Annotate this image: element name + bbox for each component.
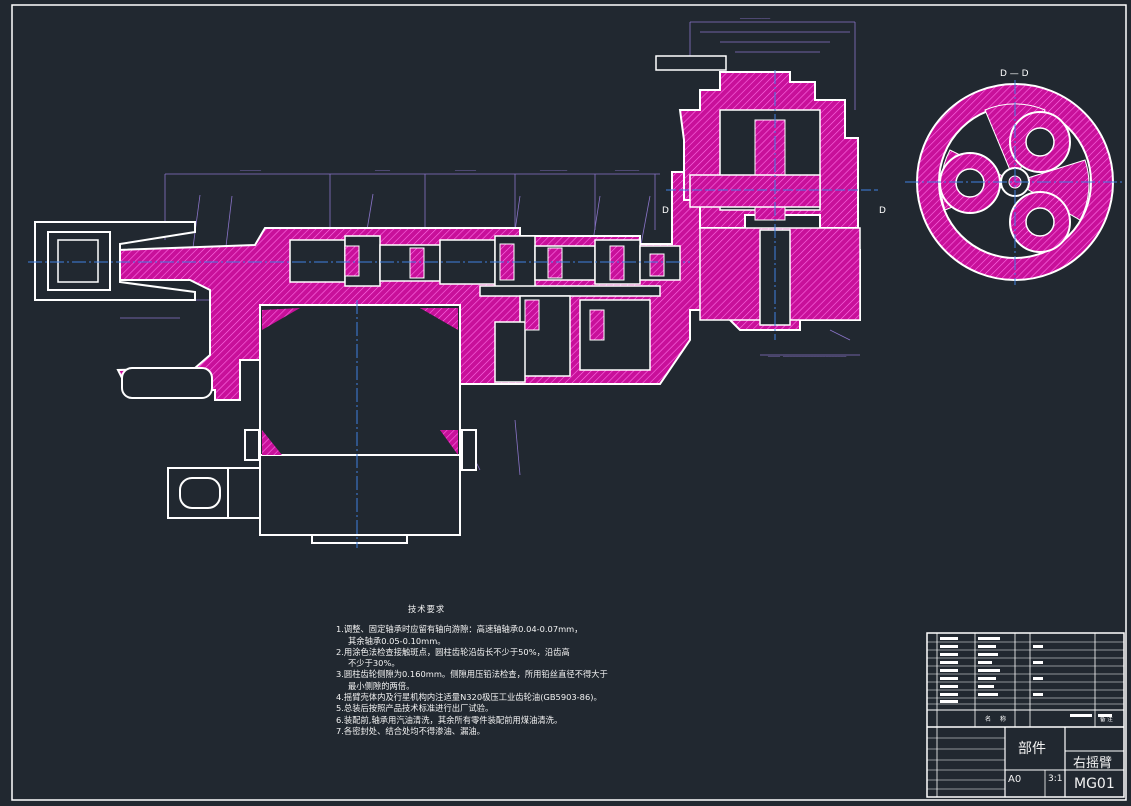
- sheet-size: A0: [1008, 774, 1022, 785]
- tech-req-item: 7.各密封处、结合处均不得渗油、漏油。: [336, 725, 485, 736]
- tech-req-item: 不少于30%。: [348, 658, 400, 669]
- drawing-scale: 3:1: [1048, 774, 1063, 784]
- title-remark-label: 备 注: [1100, 715, 1113, 723]
- svg-text:────────: ────────: [614, 168, 640, 174]
- clevis-eye: [57, 239, 99, 283]
- planetary-carrier: [689, 174, 821, 208]
- drawing-name: 右摇臂: [1073, 756, 1113, 771]
- section-label-left: D: [662, 206, 669, 216]
- tech-req-item: 其余轴承0.05-0.10mm。: [348, 635, 446, 646]
- tech-req-item: 2.用涂色法检查接触斑点，圆柱齿轮沿齿长不少于50%，沿齿高: [336, 646, 570, 657]
- parts-list-rows: [927, 641, 1124, 790]
- technical-requirements: 技术要求 1.调整、固定轴承时应留有轴向游隙：高速轴轴承0.04-0.07mm，…: [336, 604, 666, 737]
- technical-requirements-title: 技术要求: [408, 604, 446, 614]
- planetary-input-shaft: [655, 55, 727, 71]
- clevis-left: [34, 221, 196, 301]
- tech-req-item: 3.圆柱齿轮侧隙为0.160mm。侧隙用压铅法检查，所用铅丝直径不得大于: [336, 669, 608, 680]
- svg-text:─────────: ─────────: [539, 168, 568, 174]
- section-label-right: D: [879, 206, 886, 216]
- rocker-arm-assembly: ─────── ───── ─────── ───────── ────────…: [28, 16, 886, 548]
- svg-text:───────: ───────: [454, 168, 477, 174]
- svg-text:──── ─────────────────────: ──── ─────────────────────: [767, 354, 847, 360]
- svg-text:───────: ───────: [239, 168, 262, 174]
- sheet-border: [11, 4, 1127, 801]
- svg-text:─────: ─────: [374, 168, 391, 174]
- title-block: [926, 632, 1125, 798]
- tech-req-item: 4.摇臂壳体内及行星机构内注适量N320极压工业齿轮油(GB5903-86)。: [336, 692, 602, 703]
- title-header-name-1: 名: [985, 715, 991, 723]
- component-type: 部件: [1018, 741, 1046, 757]
- clevis-eye-lower: [121, 367, 213, 399]
- tech-req-item: 最小侧隙的两倍。: [348, 680, 415, 691]
- bearings: [344, 243, 665, 341]
- tech-req-item: 1.调整、固定轴承时应留有轴向游隙：高速轴轴承0.04-0.07mm，: [336, 624, 583, 635]
- section-view-d-d: D — D: [905, 69, 1125, 285]
- section-view-label: D — D: [1000, 69, 1029, 79]
- svg-text:──────────: ──────────: [739, 16, 771, 22]
- tech-req-item: 5.总装后按照产品技术标准进行出厂试验。: [336, 703, 494, 714]
- drawing-number: MG01: [1074, 776, 1115, 792]
- tech-req-item: 6.装配前,轴承用汽油清洗，其余所有零件装配前用煤油清洗。: [336, 714, 563, 725]
- motor: [167, 304, 477, 544]
- title-header-name-2: 称: [1000, 715, 1006, 723]
- parts-list-blocks: [940, 637, 1112, 717]
